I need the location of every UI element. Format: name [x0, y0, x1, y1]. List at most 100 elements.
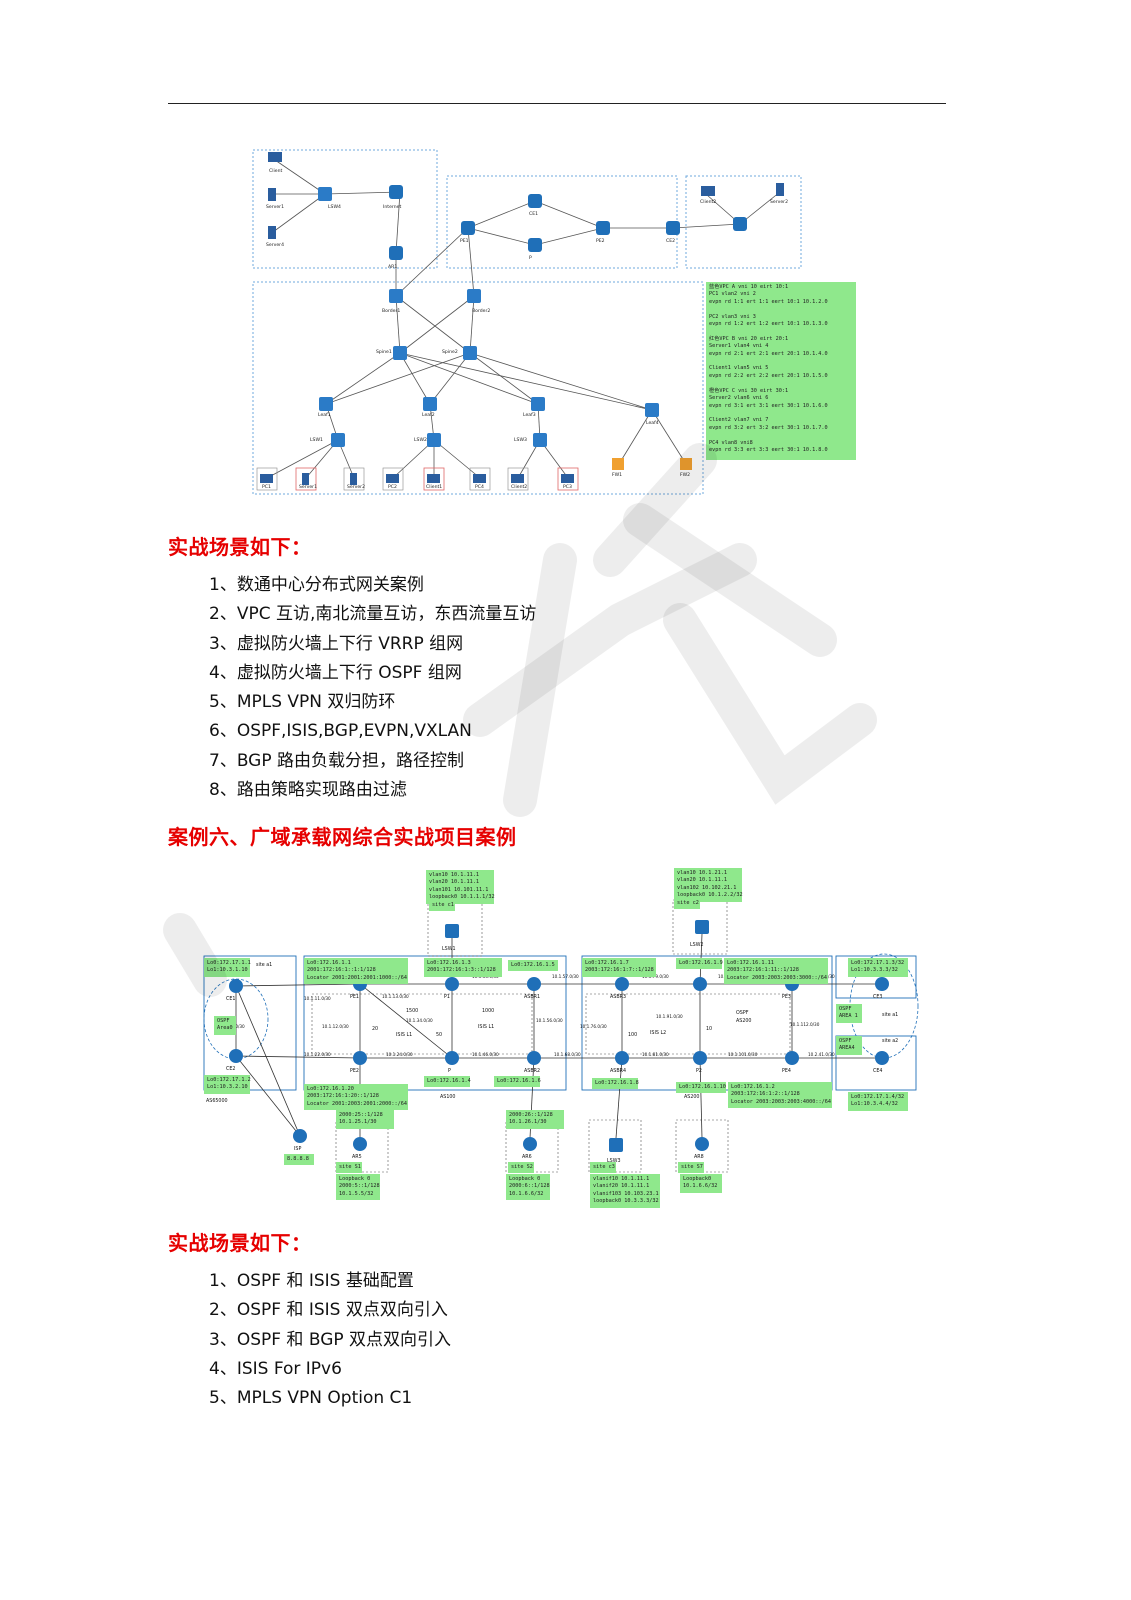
config-line: 2001:172:16:1::1:1/128	[307, 967, 376, 974]
node-label-asbr3: ASBR3	[610, 994, 626, 1000]
list-item: 3、OSPF 和 BGP 双点双向引入	[209, 1329, 452, 1350]
vpc-config-line	[709, 380, 853, 387]
pe1-config-box: Lo0:172.16.1.1 2001:172:16:1::1:1/128 Lo…	[304, 958, 408, 985]
config-line: 2003:172:16:1:7::1/128	[585, 967, 654, 974]
config-line: Lo0:172.16.1.5	[511, 962, 555, 968]
node-label-ar8: AR8	[694, 1154, 704, 1160]
list-item: 5、MPLS VPN Option C1	[209, 1388, 413, 1409]
node-label-ce4: CE4	[873, 1068, 882, 1074]
vpc-config-line: evpn rd 2:1 ert 2:1 eert 20:1 10.1.4.0	[709, 350, 828, 357]
config-line: Lo0:172.17.1.1	[207, 960, 251, 966]
node-label-lsw2: LSW2	[690, 942, 704, 948]
node-label-p1: P1	[444, 994, 450, 1000]
vpc-config-line: evpn rd 1:1 ert 1:1 eert 10:1 10.1.2.0	[709, 298, 828, 305]
site-label-a2: site a2	[882, 1038, 898, 1044]
lsw1-config-box: vlan10 10.1.11.1 vlan20 10.1.11.1 vlan10…	[426, 870, 495, 904]
asbr3-config-box: Lo0:172.16.1.7 2003:172:16:1:7::1/128	[582, 958, 656, 977]
node-label-p2: P2	[696, 1068, 702, 1074]
config-line: Locator 2001:2003:2001:2000::/64	[307, 1100, 407, 1107]
net-label-f: 10.1.24.0/30	[386, 1052, 413, 1057]
list-item: 3、虚拟防火墙上下行 VRRP 组网	[209, 633, 464, 654]
isp-config-box: 8.8.8.8	[284, 1154, 314, 1166]
cost-label-1500: 1500	[406, 1008, 418, 1014]
config-line: Lo0:172.16.1.20	[307, 1086, 354, 1092]
as-label-100: AS100	[440, 1094, 455, 1100]
as-label-right: AS200	[736, 1018, 751, 1024]
node-label-ce1: CE1	[529, 211, 538, 217]
node-label-pe3: PE3	[782, 994, 791, 1000]
node-label-srv1: Server1	[299, 484, 317, 490]
router-icons	[389, 185, 747, 260]
cost-label-50: 50	[436, 1032, 442, 1038]
net-label-d: 10.1.22.0/30	[304, 1052, 331, 1057]
datacenter-topology-diagram: Client Server1 Server4 LSW4 Internet AR1…	[252, 149, 802, 495]
vpc-config-line: evpn rd 3:1 ert 3:1 eert 30:1 10.1.6.0	[709, 402, 828, 409]
config-line: 10.1.26.1/30	[509, 1119, 547, 1126]
site-label: site S7	[681, 1164, 703, 1170]
vpc-config-line: evpn rd 3:3 ert 3:3 eert 30:1 10.1.8.0	[709, 446, 828, 453]
cost-label-1000: 1000	[482, 1008, 494, 1014]
lsw2-config-box: vlan10 10.1.21.1 vlan20 10.1.11.1 vlan10…	[674, 868, 743, 902]
node-label-border2: Border2	[472, 308, 490, 314]
vpc-config-line: PC4 vlan8 vni8	[709, 439, 753, 446]
node-label-server4: Server4	[266, 242, 284, 248]
config-line: Lo0:172.16.1.3	[427, 960, 471, 966]
config-line: Area0	[217, 1025, 233, 1032]
config-line: Lo0:172.16.1.2	[731, 1084, 775, 1090]
config-line: vlanif20 10.1.11.1	[593, 1183, 650, 1190]
config-line: 2003:172:16:1:2::1/128	[731, 1091, 800, 1098]
node-label-pe2: PE2	[350, 1068, 359, 1074]
node-label-asbr2: ASBR2	[524, 1068, 540, 1074]
list-item: 8、路由策略实现路由过滤	[209, 780, 407, 801]
config-line: 2000:26::1/128	[509, 1112, 553, 1118]
as-label-200: AS200	[684, 1094, 699, 1100]
node-label-ar1: AR1	[388, 264, 397, 270]
node-label-lsw3: LSW3	[514, 437, 527, 443]
vpc-config-line	[709, 358, 853, 365]
pe4-config-box: Lo0:172.16.1.2 2003:172:16:1:2::1/128 Lo…	[728, 1082, 832, 1109]
isis-label-l1b: ISIS L1	[478, 1024, 494, 1030]
p-lo-box: Lo0:172.16.1.4	[424, 1076, 471, 1088]
node-label-client2: Client2	[700, 199, 716, 205]
p1-config-box: Lo0:172.16.1.3 2001:172:16:1:3::1/128	[424, 958, 502, 977]
vpc-config-line: Server1 vlan4 vni 4	[709, 343, 769, 350]
config-line: vlan20 10.1.11.1	[429, 879, 479, 886]
node-label-lsw2: LSW2	[414, 437, 427, 443]
net-label-a: 10.1.11.0/30	[304, 996, 331, 1001]
config-line: Loopback 0	[509, 1176, 541, 1182]
region-mpls	[446, 175, 678, 269]
node-label-client1: Client1	[426, 484, 442, 490]
as-label-65000: AS65000	[206, 1098, 228, 1104]
pe3-config-box: Lo0:172.16.1.11 2003:172:16:1:11::1/128 …	[724, 958, 828, 985]
config-line: 2003:172:16:1:20::1/128	[307, 1093, 379, 1100]
vpc-config-line: 橙色VPC C vni 30 eirt 30:1	[709, 387, 789, 394]
config-line: 10.1.25.1/30	[339, 1119, 377, 1126]
net-label-h: 10.1.56.0/30	[536, 1018, 563, 1023]
node-label-spine2: Spine2	[442, 349, 458, 355]
config-line: OSPF	[839, 1038, 852, 1044]
ar5-config-box: 2000:25::1/128 10.1.25.1/30	[336, 1110, 394, 1129]
config-line: OSPF	[217, 1018, 230, 1024]
node-label-leaf1: Leaf1	[318, 412, 331, 418]
ce1-config-box: Lo0:172.17.1.1 Lo1:10.3.1.10	[204, 958, 251, 977]
net-label-g: 10.1.34.0/30	[406, 1018, 433, 1023]
ospf-area0-box: OSPF Area0	[214, 1016, 236, 1035]
config-line: vlan10 10.1.11.1	[429, 872, 479, 878]
config-line: vlan101 10.101.11.1	[429, 886, 489, 893]
node-label-pe2: PE2	[596, 238, 605, 244]
node-label-pc2: PC2	[388, 484, 397, 490]
net-label-t: 10.2.41.0/30	[808, 1052, 835, 1057]
site-c3-config-box: vlanif10 10.1.11.1 vlanif20 10.1.11.1 vl…	[590, 1174, 660, 1208]
host-icons	[256, 152, 784, 491]
node-label-pc1: PC1	[262, 484, 271, 490]
node-label-srv2: Server2	[347, 484, 365, 490]
site-label: site c1	[432, 902, 454, 908]
node-label-leaf3: Leaf3	[523, 412, 536, 418]
list-item: 7、BGP 路由负载分担，路径控制	[209, 750, 465, 771]
node-label-client: Client	[269, 168, 282, 174]
config-line: 8.8.8.8	[287, 1156, 309, 1162]
node-label-ce1: CE1	[226, 996, 235, 1002]
net-label-i: 10.1.57.0/30	[552, 974, 579, 979]
node-label-p: P	[448, 1068, 451, 1074]
region-branch	[685, 175, 802, 269]
